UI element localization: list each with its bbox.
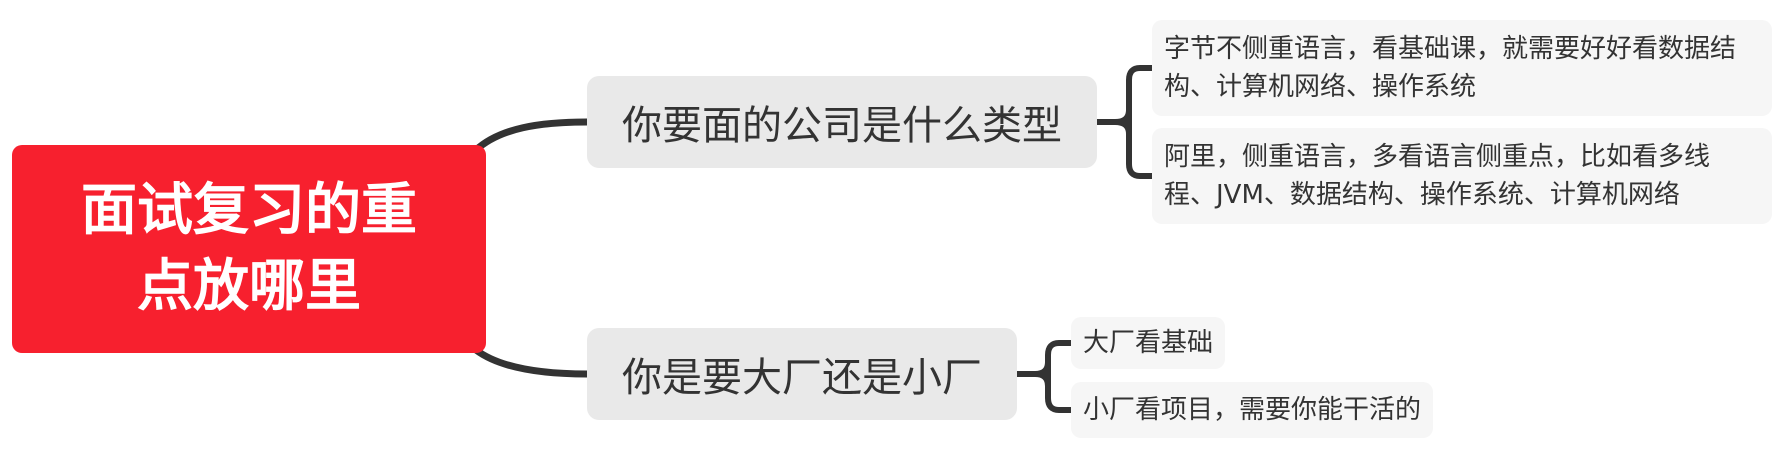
- root-topic-title: 面试复习的重点放哪里: [81, 178, 417, 319]
- leaf-small-company[interactable]: 小厂看项目，需要你能干活的: [1071, 382, 1434, 438]
- connector-root-to-branch-1: [472, 118, 591, 154]
- bracket-branch-1: [1094, 65, 1155, 179]
- branch-company-type[interactable]: 你要面的公司是什么类型: [587, 76, 1097, 168]
- branch-company-size[interactable]: 你是要大厂还是小厂: [587, 328, 1017, 420]
- leaf-bytedance[interactable]: 字节不侧重语言，看基础课，就需要好好看数据结构、计算机网络、操作系统: [1152, 20, 1772, 116]
- leaf-alibaba[interactable]: 阿里，侧重语言，多看语言侧重点，比如看多线程、JVM、数据结构、操作系统、计算机…: [1152, 128, 1772, 224]
- root-topic[interactable]: 面试复习的重点放哪里: [12, 145, 486, 353]
- connector-root-to-branch-2: [472, 346, 591, 378]
- bracket-branch-2: [1014, 340, 1074, 413]
- leaf-big-company[interactable]: 大厂看基础: [1071, 317, 1226, 369]
